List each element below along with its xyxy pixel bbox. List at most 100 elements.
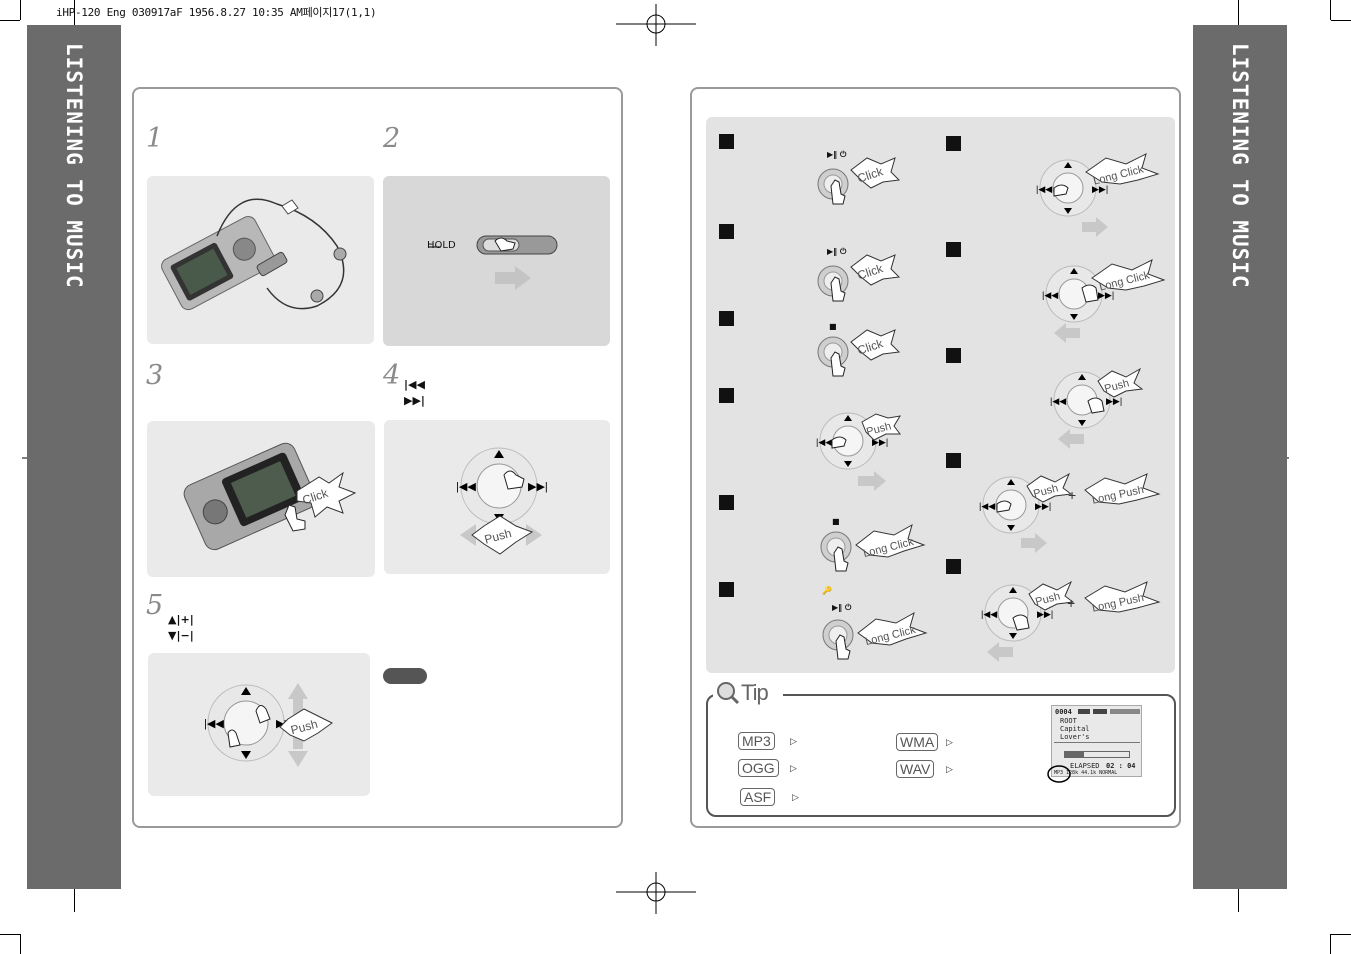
svg-text:|◀◀: |◀◀ [1042, 290, 1058, 300]
action-long-click-stop: ■ Long Click [808, 515, 928, 577]
bullet-square [719, 311, 734, 326]
lcd-battery-icon [1110, 709, 1140, 714]
click-button-image: Click [817, 329, 901, 377]
crop-mark [1330, 0, 1331, 20]
hold-label: HOLD [427, 240, 456, 251]
svg-text:|◀◀: |◀◀ [979, 501, 995, 511]
side-bar-left: LISTENING TO MUSIC [27, 25, 121, 889]
crop-mark [74, 0, 75, 45]
print-header: iHP-120 Eng 030917aF 1956.8.27 10:35 AM페… [56, 6, 377, 19]
lcd-footer: MP3 128k 44.1k NORMAL [1054, 770, 1118, 776]
action-click-play-2: ▶‖ ⏻ Click [805, 245, 905, 307]
action-push-next: |◀◀ ▶▶| Push [1046, 365, 1156, 455]
jog-dial-combo-image: |◀◀ ▶▶| Push + Long Push [981, 580, 1161, 662]
svg-text:▶▶|: ▶▶| [872, 437, 888, 447]
jog-dial-image: |◀◀ ▶▶| Long Click [1036, 153, 1160, 237]
bullet-square [719, 134, 734, 149]
svg-text:▶▶|: ▶▶| [1037, 609, 1053, 619]
action-push-long-push-2: |◀◀ ▶▶| Push + Long Push [977, 578, 1167, 668]
player-power-image: Click [183, 442, 357, 551]
action-push-long-push-1: |◀◀ ▶▶| Push + Long Push [975, 470, 1165, 560]
click-button-image: Click [817, 254, 901, 302]
arrow-icon: ▷ [946, 764, 953, 774]
crop-mark [20, 934, 21, 954]
step-5-illustration: |◀◀ ▶▶| Push [148, 653, 370, 796]
tip-header: Tip [713, 678, 783, 708]
action-push-seek: |◀◀ ▶▶| Push [810, 406, 910, 496]
lcd-divider [1054, 742, 1140, 743]
highlight-circle [1047, 765, 1071, 783]
step-number: 3 [146, 360, 164, 391]
step-number: 5 [146, 590, 164, 621]
jog-dial-image: |◀◀ ▶▶| Push [1050, 367, 1144, 449]
side-bar-right: LISTENING TO MUSIC [1193, 25, 1287, 889]
bullet-square [946, 453, 961, 468]
format-badge: OGG [738, 759, 779, 777]
jog-dial-push-image: |◀◀ ▶▶| Push [456, 447, 548, 555]
svg-text:|◀◀: |◀◀ [981, 609, 997, 619]
step-1-illustration [147, 176, 374, 344]
step-3-illustration: Click [147, 421, 375, 577]
format-badge: MP3 [738, 732, 775, 750]
plus-sign: + [1067, 595, 1075, 611]
crop-mark [1331, 934, 1351, 935]
arrow-icon: ▷ [792, 792, 799, 802]
bullet-square [946, 348, 961, 363]
svg-text:|◀◀: |◀◀ [204, 718, 224, 730]
lcd-elapsed-label: ELAPSED [1070, 762, 1100, 770]
bullet-square [719, 388, 734, 403]
step-number: 2 [383, 123, 401, 154]
bullet-square [719, 582, 734, 597]
action-long-click-prev: |◀◀ ▶▶| Long Click [1032, 150, 1162, 240]
crop-mark [1238, 0, 1239, 45]
lcd-progress-bar [1064, 751, 1130, 758]
bullet-square [946, 559, 961, 574]
note-badge [383, 668, 427, 684]
push-burst-label: Push [483, 526, 513, 547]
prev-icon: |◀◀ [404, 378, 425, 391]
lcd-status-icon [1078, 709, 1090, 714]
play-power-icon: ▶‖ ⏻ [832, 603, 852, 612]
svg-text:|◀◀: |◀◀ [1036, 184, 1052, 194]
arrow-icon: ▷ [790, 763, 797, 773]
lcd-elapsed-time: 02 : 04 [1106, 762, 1136, 770]
step-number: 1 [146, 123, 164, 154]
jog-dial-combo-image: |◀◀ ▶▶| Push + Long Push [979, 472, 1161, 553]
svg-text:▶▶|: ▶▶| [1092, 184, 1108, 194]
long-click-button-image: Long Click [822, 611, 928, 660]
step-4-illustration: |◀◀ ▶▶| Push [384, 420, 610, 574]
push-burst-label: Push [289, 717, 319, 738]
crop-mark [1331, 20, 1351, 21]
format-badge: ASF [740, 788, 776, 806]
jog-dial-image: |◀◀ ▶▶| Long Click [1042, 259, 1166, 343]
registration-mark [616, 872, 696, 914]
step-number: 4 [383, 360, 401, 391]
arrow-icon: ▷ [790, 736, 797, 746]
next-icon: ▶▶| [404, 394, 425, 407]
format-badge: WMA [896, 733, 939, 751]
stop-icon: ■ [832, 517, 840, 526]
long-click-button-image: Long Click [820, 523, 926, 572]
svg-text:|◀◀: |◀◀ [1050, 396, 1066, 406]
jog-dial-volume-image: |◀◀ ▶▶| Push [204, 683, 333, 767]
format-badge: WAV [896, 760, 935, 778]
bullet-square [946, 136, 961, 151]
svg-text:|◀◀: |◀◀ [456, 481, 476, 493]
crop-mark [20, 0, 21, 20]
click-button-image: Click [817, 157, 901, 205]
bullet-square [946, 242, 961, 257]
hold-switch-image [429, 235, 558, 290]
crop-mark [1330, 934, 1331, 954]
lcd-line: Capital [1060, 725, 1090, 733]
magnifier-icon [717, 682, 740, 705]
lcd-screen: 0004 ROOT Capital Lover's ELAPSED 02 : 0… [1051, 705, 1142, 777]
arrow-icon: ▷ [946, 737, 953, 747]
volume-up-icon: ▲|+| [168, 613, 194, 626]
action-long-click-next: |◀◀ ▶▶| Long Click [1038, 256, 1168, 346]
svg-text:▶▶|: ▶▶| [528, 481, 548, 493]
play-power-icon: ▶‖ ⏻ [827, 150, 847, 159]
crop-mark [0, 934, 20, 935]
player-earphones-image [161, 198, 347, 311]
lcd-line: Lover's [1060, 733, 1090, 741]
lcd-line: ROOT [1060, 717, 1077, 725]
